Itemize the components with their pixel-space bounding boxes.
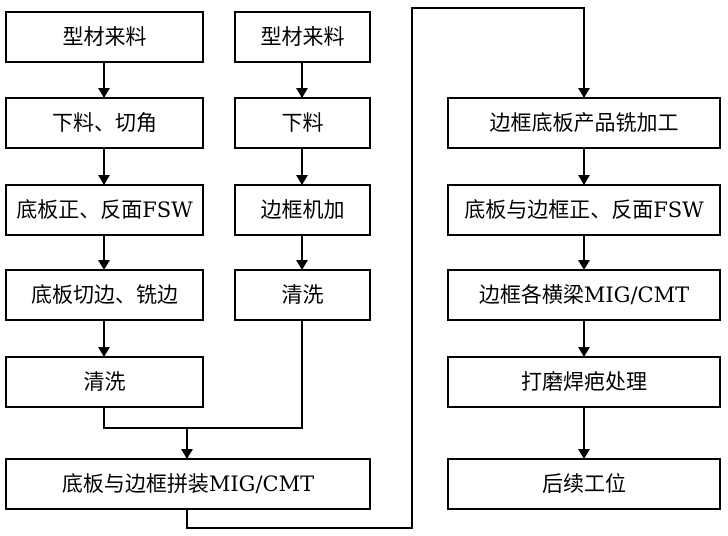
right-node-2: 底板与边框正、反面FSW: [447, 184, 721, 236]
mid-node-2: 下料: [234, 97, 371, 149]
right-node-3-label: 边框各横梁MIG/CMT: [479, 283, 689, 307]
mid-node-3-label: 边框机加: [261, 198, 345, 222]
right-node-3: 边框各横梁MIG/CMT: [447, 269, 721, 321]
left-node-3-label: 底板正、反面FSW: [16, 198, 193, 222]
left-node-4-label: 底板切边、铣边: [31, 283, 178, 307]
mid-node-1-label: 型材来料: [261, 25, 345, 49]
left-node-1: 型材来料: [5, 11, 204, 63]
right-node-2-label: 底板与边框正、反面FSW: [464, 198, 704, 222]
connector-left-to-merge: [103, 407, 187, 429]
right-node-5: 后续工位: [447, 458, 721, 510]
connector-assembly-to-right: [186, 7, 590, 529]
left-node-1-label: 型材来料: [63, 25, 147, 49]
left-node-4: 底板切边、铣边: [5, 269, 204, 321]
assembly-node: 底板与边框拼装MIG/CMT: [5, 458, 371, 510]
mid-node-2-label: 下料: [282, 111, 324, 135]
right-node-4-label: 打磨焊疤处理: [521, 370, 647, 394]
left-node-2-label: 下料、切角: [52, 111, 157, 135]
connector-mid-to-merge: [187, 320, 303, 429]
right-node-1: 边框底板产品铣加工: [447, 97, 721, 149]
mid-node-1: 型材来料: [234, 11, 371, 63]
mid-node-4-label: 清洗: [282, 283, 324, 307]
assembly-node-label: 底板与边框拼装MIG/CMT: [62, 472, 314, 496]
left-node-5-label: 清洗: [84, 370, 126, 394]
right-node-5-label: 后续工位: [542, 472, 626, 496]
right-node-1-label: 边框底板产品铣加工: [490, 111, 679, 135]
mid-node-3: 边框机加: [234, 184, 371, 236]
right-node-4: 打磨焊疤处理: [447, 356, 721, 408]
left-node-5: 清洗: [5, 356, 204, 408]
left-node-3: 底板正、反面FSW: [5, 184, 204, 236]
mid-node-4: 清洗: [234, 269, 371, 321]
left-node-2: 下料、切角: [5, 97, 204, 149]
